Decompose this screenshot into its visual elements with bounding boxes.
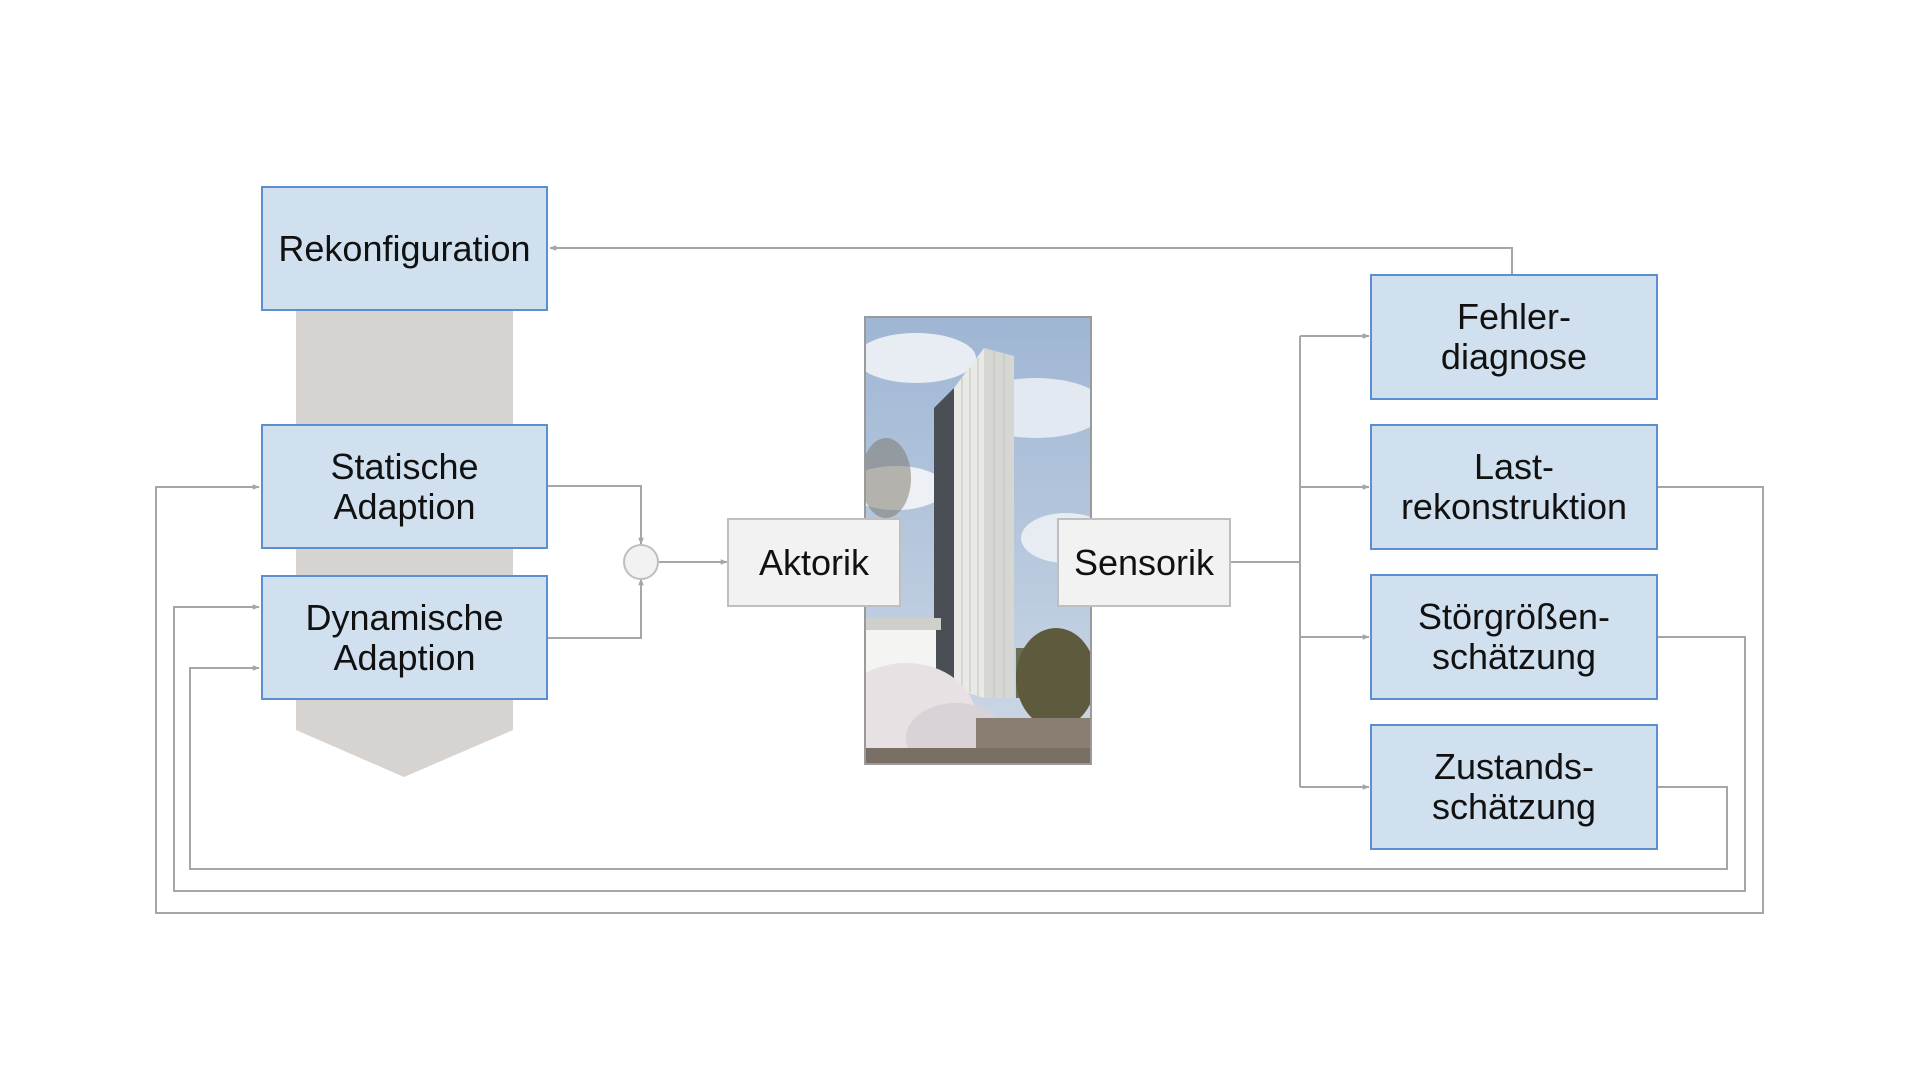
aktorik-label: Aktorik: [758, 541, 870, 583]
lastrekonstruktion-label-line2: rekonstruktion: [1400, 486, 1628, 527]
summing-junction-icon: [623, 544, 659, 580]
stoergroessenschaetzung-label-line1: Störgrößen-: [1417, 596, 1611, 637]
zustandsschaetzung-label-line2: schätzung: [1431, 786, 1597, 827]
dynamische-adaption-label-line2: Adaption: [333, 636, 476, 678]
zustandsschaetzung-label-line1: Zustands-: [1433, 746, 1595, 787]
rekonfiguration-label: Rekonfiguration: [278, 227, 531, 269]
connector-dynamische-to-junction: [548, 578, 644, 639]
fehlerdiagnose-label-line2: diagnose: [1440, 336, 1588, 377]
connector-statische-to-junction: [548, 485, 644, 545]
fehlerdiagnose-label-line1: Fehler-: [1456, 296, 1572, 337]
lastrekonstruktion-box: Last- rekonstruktion: [1370, 424, 1658, 550]
zustandsschaetzung-box: Zustands- schätzung: [1370, 724, 1658, 850]
connector-fehler-to-rekonfiguration: [549, 245, 1513, 275]
fehlerdiagnose-box: Fehler- diagnose: [1370, 274, 1658, 400]
sensorik-box: Sensorik: [1057, 518, 1231, 607]
dynamische-adaption-label-line1: Dynamische: [305, 596, 504, 638]
dynamische-adaption-box: Dynamische Adaption: [261, 575, 548, 700]
feedback-stoer-to-dynamische: [173, 604, 1746, 892]
stoergroessenschaetzung-box: Störgrößen- schätzung: [1370, 574, 1658, 700]
lastrekonstruktion-label-line1: Last-: [1473, 446, 1555, 487]
tower-photo: [864, 316, 1092, 765]
feedback-last-to-statische: [155, 484, 1764, 914]
rekonfiguration-box: Rekonfiguration: [261, 186, 548, 311]
feedback-zustand-to-dynamische: [189, 665, 1728, 870]
stoergroessenschaetzung-label-line2: schätzung: [1431, 636, 1597, 677]
sensorik-label: Sensorik: [1073, 541, 1215, 583]
statische-adaption-label-line2: Adaption: [333, 485, 476, 527]
tower-photo-image: [866, 318, 1090, 763]
statische-adaption-label-line1: Statische: [330, 445, 479, 487]
aktorik-box: Aktorik: [727, 518, 901, 607]
statische-adaption-box: Statische Adaption: [261, 424, 548, 549]
